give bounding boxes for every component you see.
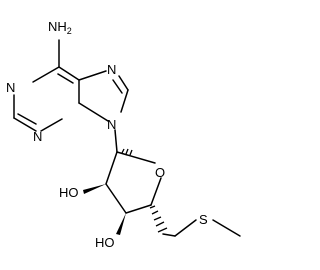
stereo-bonds xyxy=(83,148,176,237)
bond-s-methyl xyxy=(212,219,241,237)
n1-label: N xyxy=(6,80,15,95)
bond-o4prime-c4prime xyxy=(150,177,162,206)
amine-label: NH2 xyxy=(48,19,72,36)
hash-bond-c1prime xyxy=(121,148,133,156)
ring-oxygen-label: O xyxy=(155,165,165,180)
bond-c5-c6-outer xyxy=(58,66,80,81)
bond-c2-n3-inner xyxy=(17,113,37,125)
hydroxyl-upper-label: HO xyxy=(59,185,79,200)
sulfur-label: S xyxy=(199,212,208,227)
bond-c5prime-carbon xyxy=(162,233,176,237)
bond-c5prime-s xyxy=(174,219,197,237)
atom-labels: NH2 N N N N O HO HO S xyxy=(6,19,208,250)
bond-n3-c4 xyxy=(40,118,63,132)
bond-c3prime-c2prime xyxy=(105,183,127,214)
bond-c8-n9 xyxy=(120,89,129,113)
n7-label: N xyxy=(107,62,116,77)
bond-c4prime-c3prime xyxy=(125,204,152,214)
bond-c5-c6-inner xyxy=(57,73,74,84)
hydroxyl-lower-label: HO xyxy=(95,235,115,250)
bond-n7-c8-outer xyxy=(118,75,129,91)
bonds xyxy=(13,39,241,237)
hash-bond-c4prime-c5prime xyxy=(149,205,168,233)
bond-c6-n1 xyxy=(32,66,60,83)
bond-c5-n7 xyxy=(78,70,107,81)
wedge-bond-c3prime-oh xyxy=(116,213,126,235)
bond-n9-c4 xyxy=(78,102,109,122)
n3-label: N xyxy=(33,129,42,144)
adenosine-structure-diagram: NH2 N N N N O HO HO S xyxy=(6,19,241,250)
bond-n7-c8-inner xyxy=(112,79,123,94)
bond-c1prime-o4prime xyxy=(116,151,156,164)
wedge-bond-c2prime-oh xyxy=(83,184,106,194)
bond-n9-c1prime xyxy=(114,129,118,153)
bond-c2prime-c1prime xyxy=(105,151,118,185)
n9-label: N xyxy=(107,117,116,132)
bond-c2-n3-outer xyxy=(13,117,37,132)
